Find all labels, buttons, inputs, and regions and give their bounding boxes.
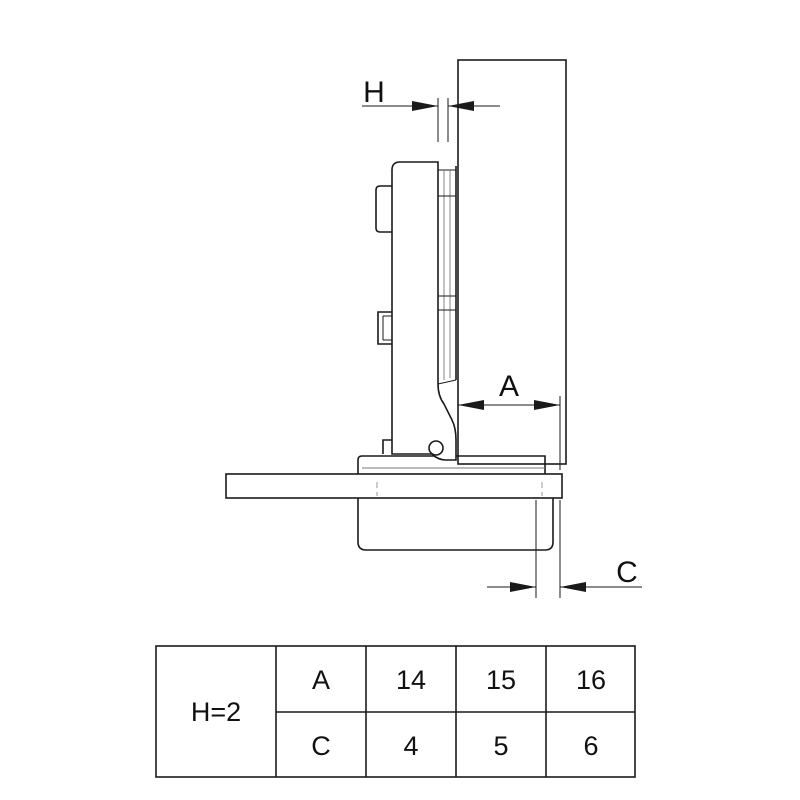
table-cell-c-3: 6 [583, 731, 598, 761]
dim-a-label: A [499, 370, 519, 403]
dim-h-arrow-left [412, 101, 438, 111]
cabinet-panel [225, 473, 563, 499]
door-panel [457, 59, 567, 465]
hinge-base [357, 455, 546, 474]
table-param-c: C [311, 731, 331, 761]
table-cell-a-3: 16 [576, 665, 606, 695]
pivot-pin [428, 440, 444, 456]
hinge-arm-foot [382, 439, 392, 454]
spec-table: H=2 A 14 15 16 C 4 5 6 [155, 645, 636, 778]
table-cell-a-2: 15 [486, 665, 516, 695]
hinge-arm [391, 161, 457, 461]
adjust-tab [375, 185, 392, 233]
hinge-cup [357, 498, 554, 551]
arm-plate-bend [437, 379, 457, 385]
dim-h-label: H [363, 76, 385, 109]
dim-a-arrow-right [534, 400, 560, 410]
table-group-label: H=2 [191, 697, 241, 727]
table-param-a: A [312, 665, 330, 695]
dim-a-arrow-left [458, 400, 484, 410]
dim-c-arrow-right [560, 582, 586, 592]
table-cell-c-2: 5 [493, 731, 508, 761]
clip-detail [377, 311, 392, 345]
table-cell-a-1: 14 [396, 665, 426, 695]
dim-h-arrow-right [448, 101, 474, 111]
table-cell-c-1: 4 [403, 731, 418, 761]
dim-c-label: C [616, 556, 638, 589]
dim-c-arrow-left [510, 582, 536, 592]
